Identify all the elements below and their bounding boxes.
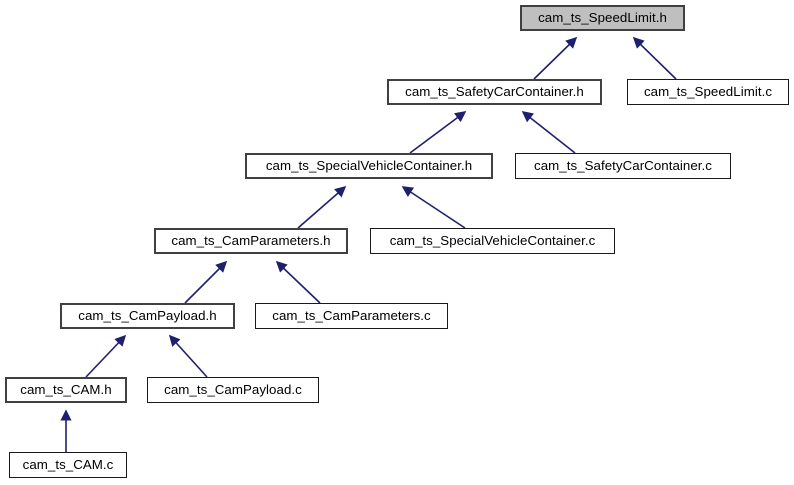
node-label: cam_ts_SpecialVehicleContainer.c — [389, 233, 596, 249]
dependency-edge — [521, 111, 576, 154]
node-label: cam_ts_SpeedLimit.c — [643, 84, 773, 100]
dependency-edge — [632, 36, 677, 80]
node-label: cam_ts_CamPayload.h — [78, 308, 217, 324]
graph-node-campayload_h[interactable]: cam_ts_CamPayload.h — [60, 303, 235, 329]
graph-node-speedlimit_h[interactable]: cam_ts_SpeedLimit.h — [520, 5, 685, 31]
node-label: cam_ts_SafetyCarContainer.c — [534, 158, 712, 174]
node-label: cam_ts_CamParameters.c — [272, 308, 431, 324]
graph-node-safetycarcontainer_h[interactable]: cam_ts_SafetyCarContainer.h — [387, 79, 602, 105]
graph-node-specialvehiclecontainer_h[interactable]: cam_ts_SpecialVehicleContainer.h — [245, 153, 493, 179]
graph-node-safetycarcontainer_c[interactable]: cam_ts_SafetyCarContainer.c — [515, 153, 731, 179]
dependency-edge — [275, 260, 321, 304]
graph-node-campayload_c[interactable]: cam_ts_CamPayload.c — [147, 377, 319, 403]
graph-node-specialvehiclecontainer_c[interactable]: cam_ts_SpecialVehicleContainer.c — [370, 228, 615, 254]
node-label: cam_ts_SpecialVehicleContainer.h — [265, 158, 473, 174]
node-label: cam_ts_CAM.h — [20, 382, 112, 398]
graph-node-camparameters_h[interactable]: cam_ts_CamParameters.h — [154, 228, 348, 254]
dependency-edge — [409, 111, 467, 154]
dependency-edge — [168, 334, 208, 378]
graph-node-camparameters_c[interactable]: cam_ts_CamParameters.c — [255, 303, 448, 329]
node-label: cam_ts_SafetyCarContainer.h — [405, 84, 584, 100]
graph-node-cam_h[interactable]: cam_ts_CAM.h — [5, 377, 127, 403]
dependency-edge — [533, 36, 578, 80]
node-label: cam_ts_CamPayload.c — [164, 382, 302, 398]
dependency-edge — [401, 186, 466, 229]
graph-node-cam_c[interactable]: cam_ts_CAM.c — [9, 452, 127, 478]
dependency-edge — [85, 334, 127, 378]
dependency-edge — [184, 260, 228, 304]
node-label: cam_ts_CamParameters.h — [171, 233, 331, 249]
dependency-edge — [297, 185, 347, 229]
graph-node-speedlimit_c[interactable]: cam_ts_SpeedLimit.c — [627, 79, 789, 105]
node-label: cam_ts_SpeedLimit.h — [538, 10, 667, 26]
node-label: cam_ts_CAM.c — [22, 457, 114, 473]
